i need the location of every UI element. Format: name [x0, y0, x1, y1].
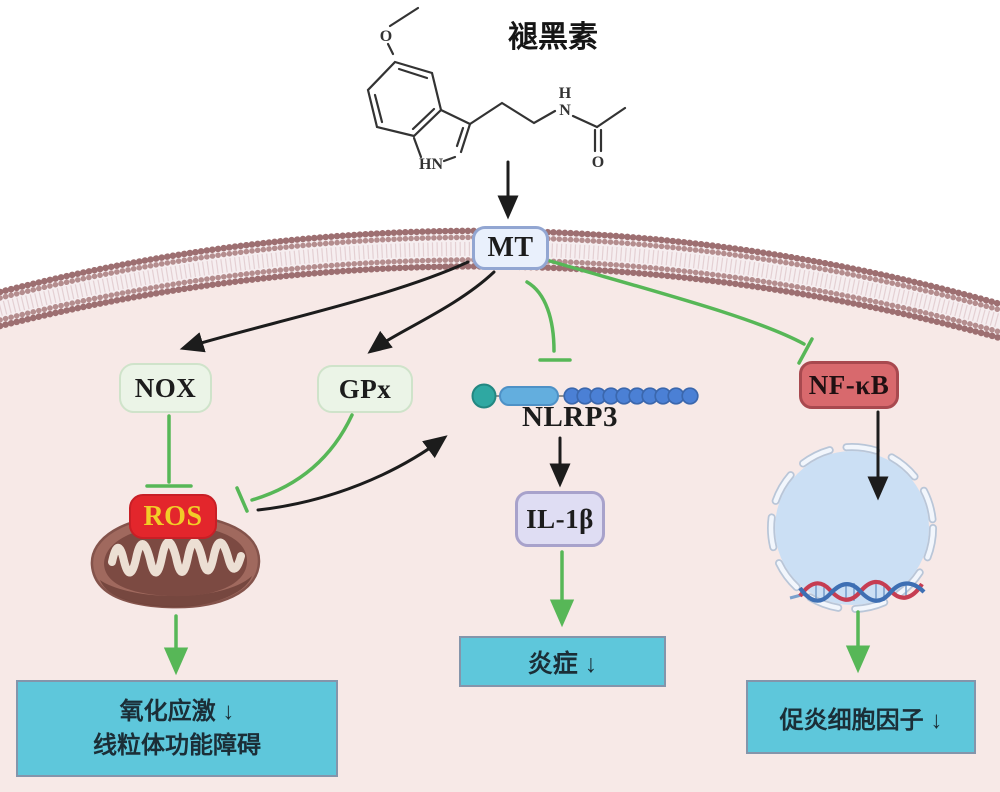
atom-label-amide-h: H	[559, 85, 572, 102]
inhibition-gpx-to-ros	[250, 413, 354, 502]
gpx-box: GPx	[317, 365, 413, 413]
lipid-bilayer-membrane-icon	[0, 227, 1000, 342]
arrow-mt-to-nox	[179, 260, 470, 353]
arrow-ros-to-nlrp3	[256, 435, 448, 512]
nucleus-icon	[767, 443, 937, 613]
nox-box: NOX	[119, 363, 212, 413]
atom-label-amide-n: N	[559, 102, 571, 119]
il1b-box: IL-1β	[515, 491, 605, 547]
mitochondria-icon	[90, 514, 261, 609]
inhibition-mt-to-nfkb	[548, 259, 806, 346]
inhibition-bar-nfkb	[797, 337, 814, 365]
atom-label-carbonyl-o: O	[592, 154, 604, 171]
cell-interior	[0, 257, 1000, 792]
proinflammatory-cytokines-outcome-box: 促炎细胞因子 ↓	[746, 680, 976, 754]
nlrp3-label: NLRP3	[522, 400, 618, 433]
diagram-title: 褪黑素	[508, 21, 598, 54]
dna-helix-icon	[789, 579, 926, 603]
inflammation-outcome-box: 炎症 ↓	[459, 636, 666, 687]
mt-receptor-box: MT	[472, 226, 549, 270]
nlrp3-protein-icon	[471, 383, 699, 409]
oxidative-stress-outcome-box: 氧化应激 ↓ 线粒体功能障碍	[16, 680, 338, 777]
atom-label-indole-nh: HN	[419, 156, 443, 173]
atom-label-methoxy-o: O	[380, 28, 392, 45]
oxidative-stress-line2: 线粒体功能障碍	[93, 731, 261, 759]
ros-box: ROS	[129, 494, 217, 539]
oxidative-stress-line1: 氧化应激 ↓	[119, 697, 235, 725]
inhibition-mt-to-nlrp3	[525, 280, 556, 353]
inhibition-bar-ros-right	[235, 486, 249, 513]
nfkb-box: NF-κB	[799, 361, 899, 409]
arrow-mt-to-gpx	[367, 270, 496, 354]
melatonin-structure-icon: O HN H N O	[366, 6, 627, 173]
